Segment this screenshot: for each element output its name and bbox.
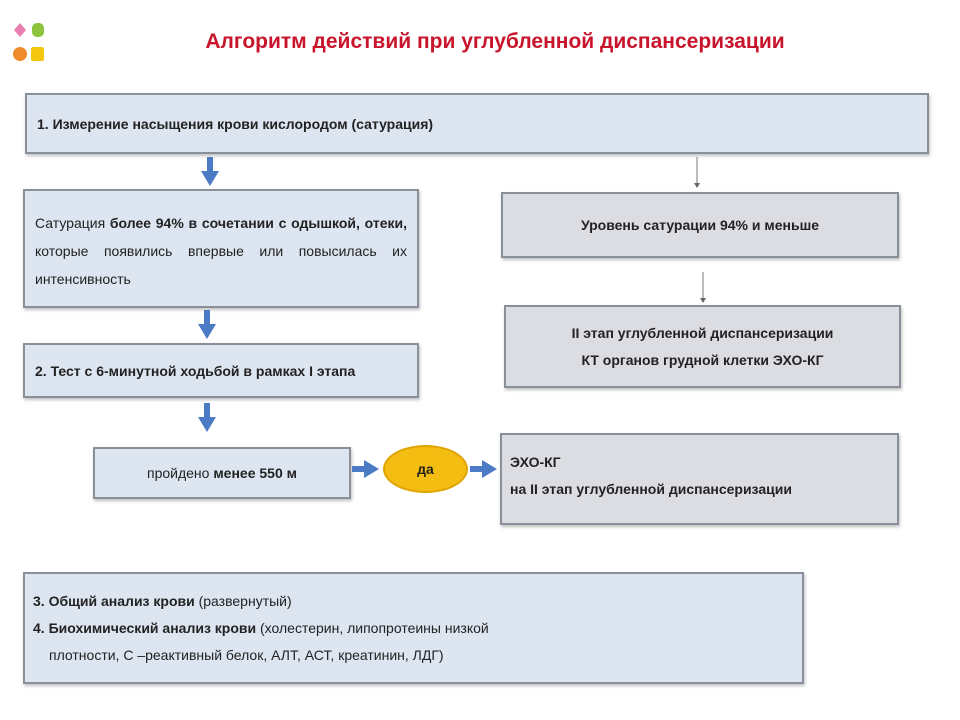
- saturation-low-label: Уровень сатурации 94% и меньше: [580, 217, 820, 233]
- test4-label: 4. Биохимический анализ крови: [33, 620, 257, 636]
- test3-detail: (развернутый): [194, 593, 292, 609]
- sat-text-2: более 94% в сочетании с одышкой,: [109, 215, 360, 231]
- echo-line1: ЭХО-КГ: [510, 454, 561, 470]
- test4-detail: (холестерин, липопротеины низкой: [256, 620, 489, 636]
- arrow-down-icon: [198, 310, 216, 339]
- echo-box: ЭХО-КГ на II этап углубленной диспансери…: [500, 433, 899, 525]
- logo-icon: [13, 23, 44, 61]
- sat-text-4: которые появились впервые или повысилась…: [35, 243, 407, 287]
- sat-text-3: отеки,: [364, 215, 408, 231]
- echo-line2: на II этап углубленной диспансеризации: [510, 481, 792, 497]
- step1-label: 1. Измерение насыщения крови кислородом …: [37, 115, 434, 132]
- walk-text-1: пройдено: [146, 465, 210, 481]
- saturation-high-box: Сатурация более 94% в сочетании с одышко…: [23, 189, 419, 308]
- page-title: Алгоритм действий при углубленной диспан…: [205, 30, 785, 53]
- test4-detail-line2: плотности, С –реактивный белок, АЛТ, АСТ…: [49, 647, 444, 663]
- arrow-right-icon: [352, 460, 379, 478]
- arrow-right-icon: [470, 460, 497, 478]
- stage2-line2: КТ органов грудной клетки ЭХО-КГ: [581, 351, 824, 368]
- test3-label: 3. Общий анализ крови: [33, 593, 195, 609]
- thin-arrow-down-icon: [700, 272, 706, 303]
- thin-arrow-down-icon: [694, 157, 700, 188]
- walk-result-box: пройдено менее 550 м: [93, 447, 351, 499]
- stage2-line1: II этап углубленной диспансеризации: [571, 324, 834, 341]
- arrow-down-icon: [198, 403, 216, 432]
- walk-text-2: менее 550 м: [213, 465, 297, 481]
- step2-label: 2. Тест с 6-минутной ходьбой в рамках I …: [35, 362, 356, 379]
- stage2-box: II этап углубленной диспансеризации КТ о…: [504, 305, 901, 388]
- blood-tests-box: 3. Общий анализ крови (развернутый) 4. Б…: [23, 572, 804, 684]
- arrow-down-icon: [201, 157, 219, 186]
- saturation-low-box: Уровень сатурации 94% и меньше: [501, 192, 899, 258]
- sat-text-1: Сатурация: [35, 215, 110, 231]
- step2-box: 2. Тест с 6-минутной ходьбой в рамках I …: [23, 343, 419, 398]
- decision-yes-oval: да: [383, 445, 468, 493]
- step1-box: 1. Измерение насыщения крови кислородом …: [25, 93, 929, 154]
